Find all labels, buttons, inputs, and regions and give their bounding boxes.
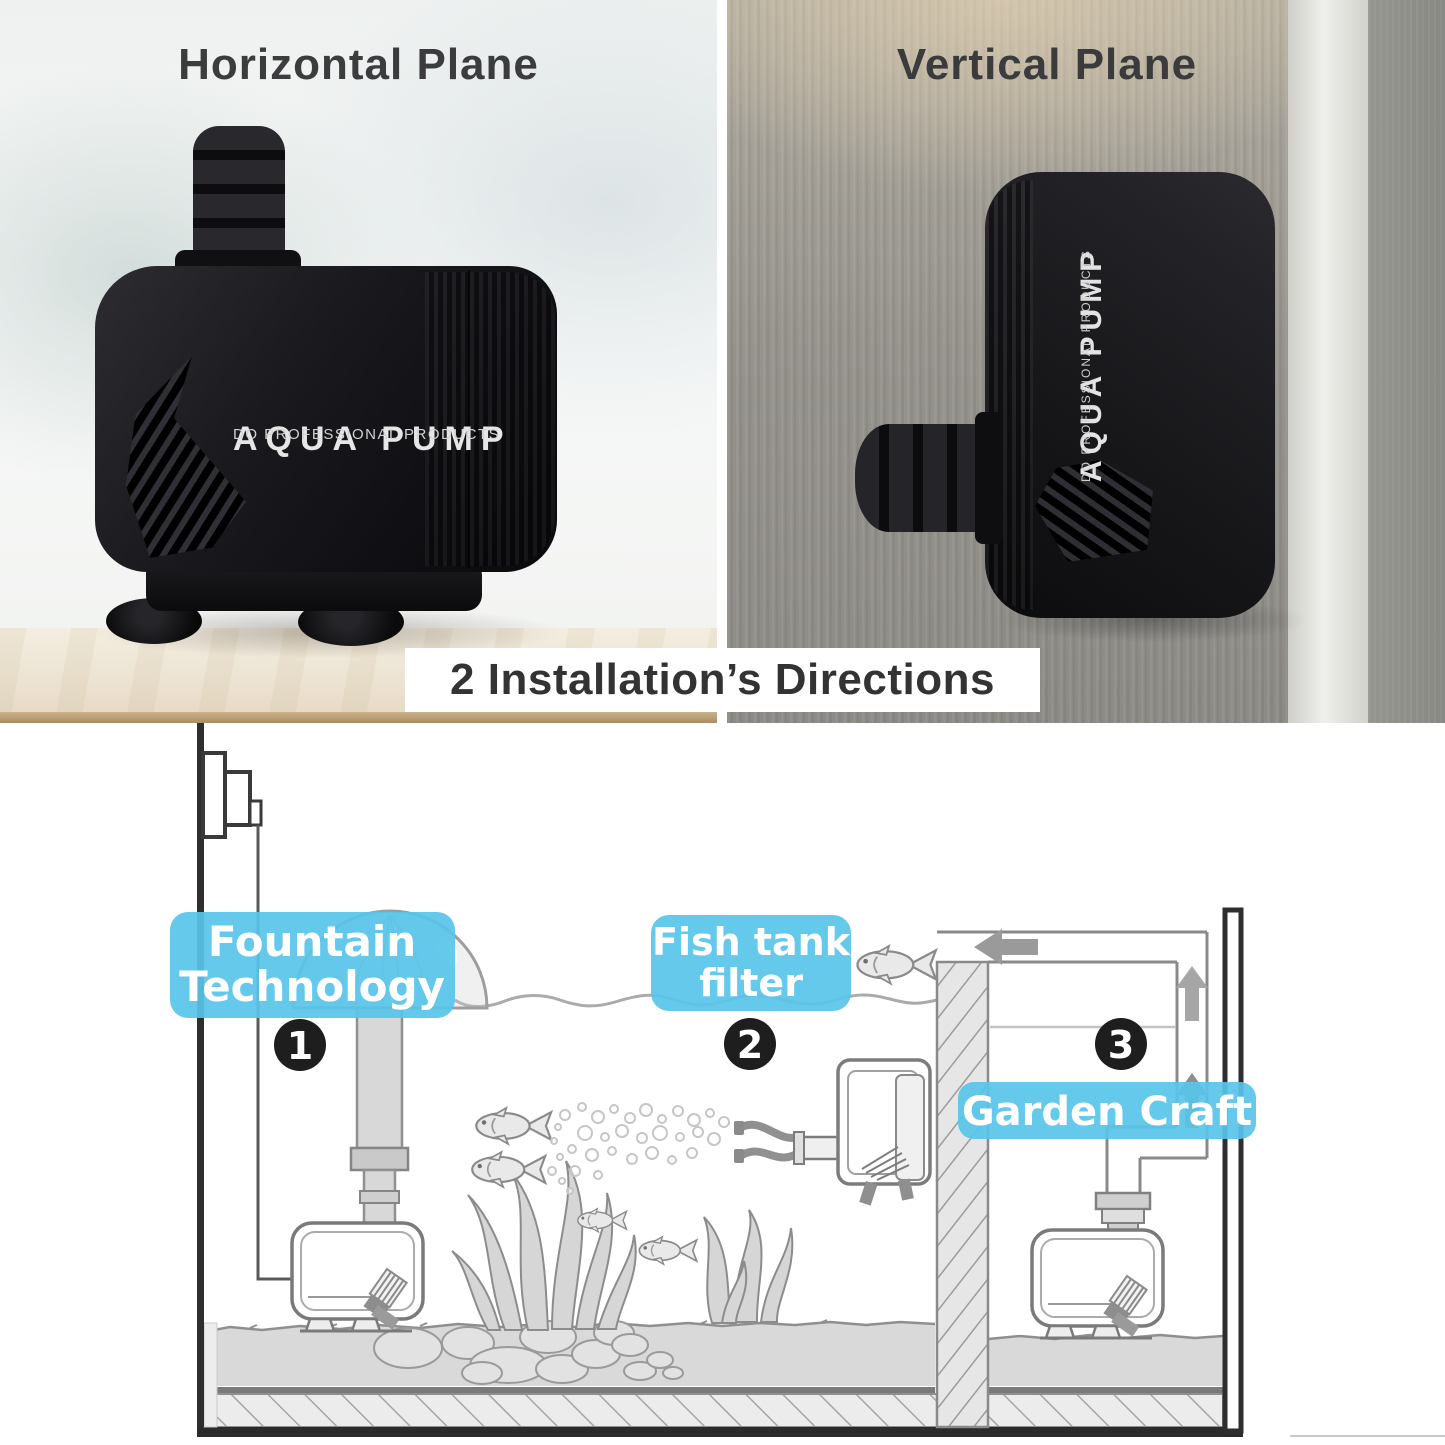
fountain-pump (290, 1221, 425, 1333)
number-badge-3: 3 (1095, 1018, 1147, 1070)
pump-body-ribs (425, 272, 555, 566)
brand-tagline: DO PROFESSIONAL PRODUCTS (1079, 249, 1093, 482)
fish (475, 1106, 553, 1146)
tank-left-wall (197, 723, 218, 1428)
table-edge (0, 712, 717, 723)
callout-fountain-technology: Fountain Technology (170, 912, 455, 1018)
brand-text: AQUA PUMP (233, 420, 512, 458)
callout-fish-tank-filter: Fish tank filter (651, 915, 851, 1011)
applications-diagram: Fountain Technology Fish tank filter Gar… (0, 723, 1445, 1445)
water-plants (451, 1160, 794, 1331)
filter-unit (734, 1058, 932, 1206)
callout-line: Technology (179, 962, 445, 1011)
badge-number: 1 (287, 1024, 313, 1068)
badge-number: 2 (737, 1023, 763, 1067)
left-photo-panel: Horizontal Plane AQUA PUMP DO PROFESSION… (0, 0, 717, 723)
power-plug (201, 751, 263, 839)
pump-outlet-nozzle (193, 126, 285, 266)
bubbles (547, 1102, 730, 1195)
garden-pump (1030, 1228, 1165, 1340)
fish (577, 1207, 628, 1233)
flow-arrow-left (974, 929, 1038, 965)
divider-wall (935, 960, 990, 1429)
overflow-trough (937, 930, 1207, 964)
right-photo-panel: Vertical Plane AQUA PUMP DO PROFESSIONAL… (727, 0, 1445, 723)
brand-tagline: DO PROFESSIONAL PRODUCTS (233, 426, 501, 443)
fountain-riser-pipe (349, 1006, 410, 1226)
flow-arrow-up (1176, 966, 1208, 1021)
callout-line: Fountain (208, 917, 416, 966)
pump-outlet-nozzle (855, 424, 995, 532)
pump-body-ribs (985, 180, 1033, 610)
number-badge-1: 1 (274, 1019, 326, 1071)
wall-edge-highlight (1288, 0, 1368, 723)
number-badge-2: 2 (724, 1018, 776, 1070)
installation-directions-banner: 2 Installation’s Directions (405, 648, 1040, 712)
fish (856, 944, 937, 985)
fish (638, 1235, 698, 1266)
wall-side-face (1368, 0, 1445, 723)
nozzle-flange (975, 412, 1003, 544)
callout-garden-craft: Garden Craft (958, 1082, 1256, 1139)
outer-right-wall (1222, 907, 1244, 1434)
pump-brand-label: AQUA PUMP DO PROFESSIONAL PRODUCTS (1075, 182, 1139, 482)
callout-line: Fish tank (652, 920, 851, 964)
callout-line: filter (699, 961, 803, 1005)
fish (471, 1150, 547, 1189)
aquarium-schematic: Fountain Technology Fish tank filter Gar… (170, 723, 1445, 1437)
pump-body-seam (468, 270, 470, 568)
left-panel-title: Horizontal Plane (178, 40, 539, 89)
badge-number: 3 (1108, 1023, 1134, 1067)
callout-line: Garden Craft (962, 1089, 1252, 1135)
right-panel-title: Vertical Plane (896, 40, 1198, 89)
gravel-substrate (197, 1319, 1243, 1437)
